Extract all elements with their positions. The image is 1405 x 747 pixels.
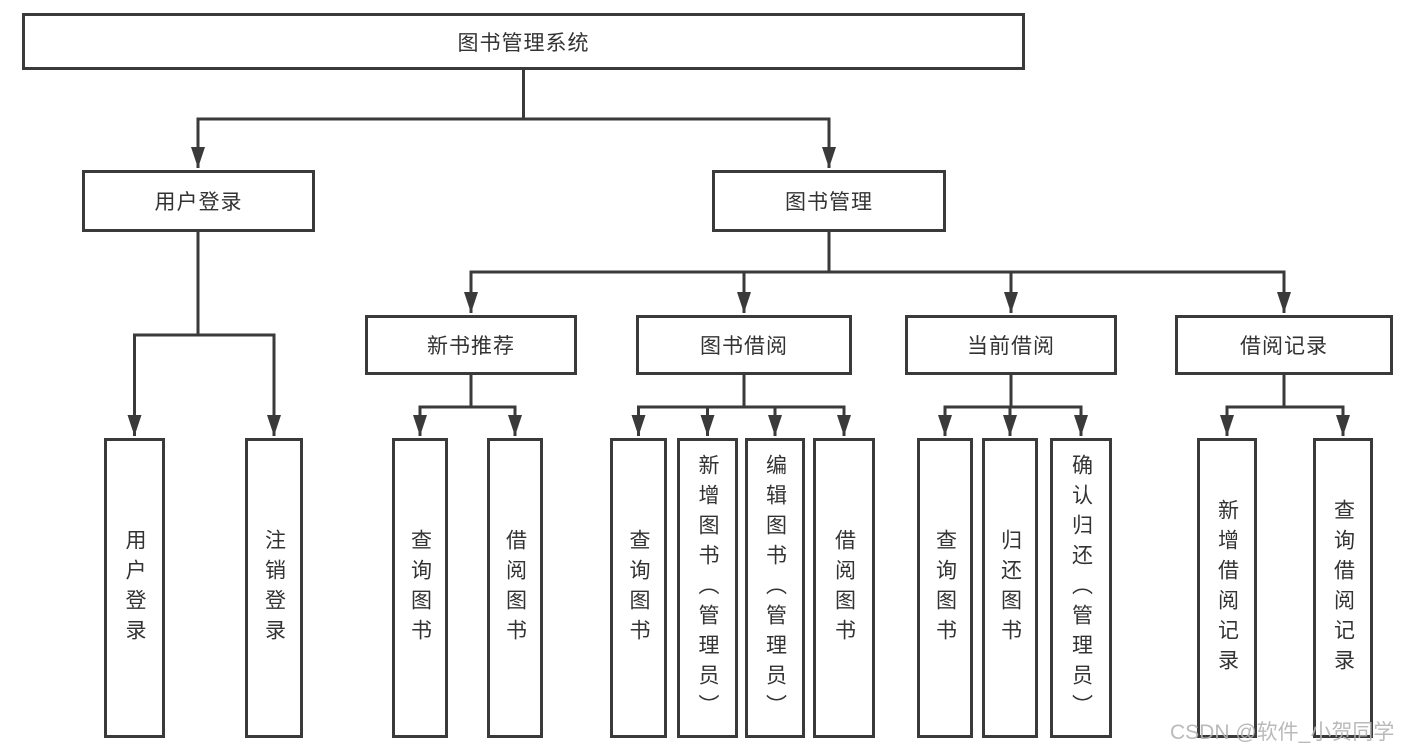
node-root-label: 图书管理系统 xyxy=(457,31,590,55)
node-borrowing-records-label: 借阅记录 xyxy=(1240,335,1328,358)
node-user-login-label: 用户登录 xyxy=(154,191,243,214)
leaf-query-books-borrowing: 查询图书 xyxy=(610,438,667,738)
leaf-borrow-books-borrowing-label: 借阅图书 xyxy=(832,529,856,649)
leaf-query-borrow-record: 查询借阅记录 xyxy=(1313,438,1373,738)
connector-newbook-to-leaves xyxy=(413,373,522,436)
leaf-user-login: 用户登录 xyxy=(104,438,165,738)
connector-root-to-level2 xyxy=(191,68,836,168)
leaf-return-books: 归还图书 xyxy=(982,438,1038,738)
leaf-logout-label: 注销登录 xyxy=(262,529,286,649)
leaf-query-books-current-label: 查询图书 xyxy=(933,529,957,649)
leaf-confirm-return-admin: 确认归还（管理员） xyxy=(1050,438,1112,738)
leaf-query-books-current: 查询图书 xyxy=(917,438,973,738)
leaf-add-borrow-record-label: 新增借阅记录 xyxy=(1215,499,1239,679)
node-root: 图书管理系统 xyxy=(22,13,1025,70)
connector-bookmgmt-to-level3 xyxy=(464,230,1291,313)
node-book-borrowing-label: 图书借阅 xyxy=(700,335,788,358)
leaf-edit-book-admin-label: 编辑图书（管理员） xyxy=(763,454,787,724)
connector-records-to-leaves xyxy=(1220,373,1350,436)
connector-userlogin-to-leaves xyxy=(127,230,281,436)
leaf-edit-book-admin: 编辑图书（管理员） xyxy=(745,438,805,738)
connector-currentborrow-to-leaves xyxy=(938,373,1088,436)
leaf-add-borrow-record: 新增借阅记录 xyxy=(1197,438,1257,738)
node-user-login: 用户登录 xyxy=(82,170,315,232)
leaf-borrow-books-recommend-label: 借阅图书 xyxy=(503,529,527,649)
leaf-borrow-books-recommend: 借阅图书 xyxy=(487,438,543,738)
leaf-confirm-return-admin-label: 确认归还（管理员） xyxy=(1069,454,1093,724)
leaf-logout: 注销登录 xyxy=(245,438,303,738)
leaf-query-borrow-record-label: 查询借阅记录 xyxy=(1331,499,1355,679)
node-new-book-recommend: 新书推荐 xyxy=(365,315,577,375)
node-new-book-recommend-label: 新书推荐 xyxy=(427,335,515,358)
leaf-add-book-admin-label: 新增图书（管理员） xyxy=(696,454,719,724)
node-current-borrowing-label: 当前借阅 xyxy=(967,335,1055,358)
leaf-borrow-books-borrowing: 借阅图书 xyxy=(813,438,875,738)
leaf-query-books-borrowing-label: 查询图书 xyxy=(627,529,650,649)
node-borrowing-records: 借阅记录 xyxy=(1175,315,1393,375)
node-book-management: 图书管理 xyxy=(712,170,946,232)
node-book-management-label: 图书管理 xyxy=(785,191,873,214)
node-current-borrowing: 当前借阅 xyxy=(905,315,1117,375)
csdn-watermark: CSDN @软件_小贺同学 xyxy=(1170,721,1395,744)
connector-bookborrow-to-leaves xyxy=(631,373,851,436)
leaf-add-book-admin: 新增图书（管理员） xyxy=(677,438,738,738)
leaf-query-books-recommend-label: 查询图书 xyxy=(408,529,432,649)
leaf-query-books-recommend: 查询图书 xyxy=(392,438,448,738)
leaf-return-books-label: 归还图书 xyxy=(998,529,1022,649)
leaf-user-login-label: 用户登录 xyxy=(123,529,146,649)
node-book-borrowing: 图书借阅 xyxy=(636,315,852,375)
